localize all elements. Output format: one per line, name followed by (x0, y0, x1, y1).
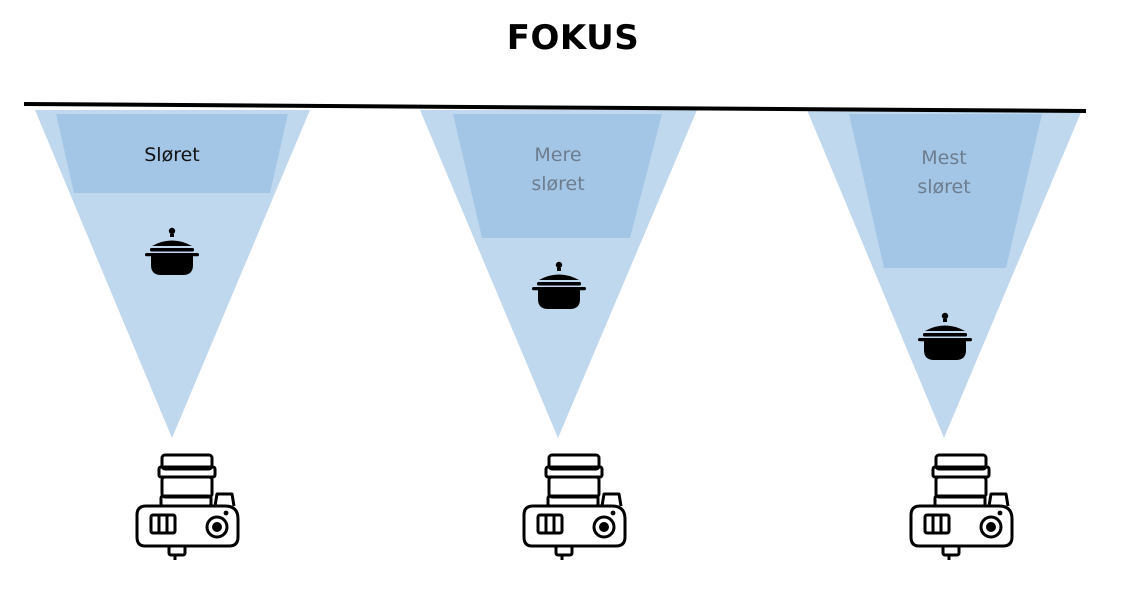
camera-icon (135, 453, 240, 562)
blur-label-2: Mere sløret (478, 141, 638, 199)
camera-icon (522, 453, 627, 562)
camera-icon (909, 453, 1014, 562)
blur-zone (56, 114, 288, 193)
blur-zone (453, 114, 662, 238)
blur-label-line: Sløret (144, 144, 200, 166)
blur-label-line: sløret (531, 173, 585, 195)
blur-label-line: Mere (534, 144, 582, 166)
focus-plane-line (23, 102, 1087, 113)
blur-label-1: Sløret (92, 141, 252, 170)
blur-zone (849, 114, 1042, 268)
blur-label-3: Mest sløret (864, 144, 1024, 202)
diagram-title: FOKUS (506, 18, 640, 58)
blur-label-line: Mest (921, 147, 967, 169)
blur-label-line: sløret (917, 176, 971, 198)
